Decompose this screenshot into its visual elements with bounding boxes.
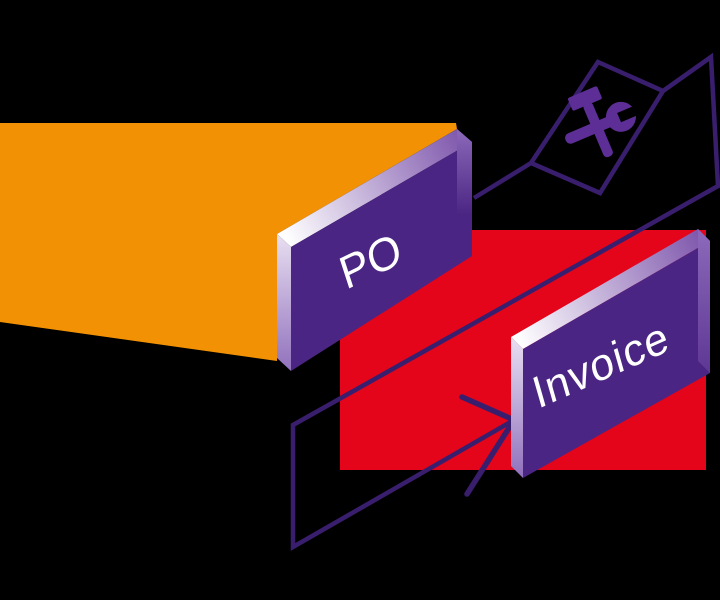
invoice-panel: Invoice bbox=[511, 229, 710, 478]
tools-diamond bbox=[527, 59, 667, 196]
hammer-icon bbox=[568, 86, 613, 158]
orange-block bbox=[0, 123, 457, 361]
po-panel-left-edge bbox=[277, 234, 291, 371]
flow-connector bbox=[290, 52, 720, 551]
invoice-panel-face bbox=[523, 241, 710, 478]
po-panel-face bbox=[291, 142, 472, 371]
po-panel: PO bbox=[277, 129, 472, 371]
wrench-icon bbox=[565, 101, 645, 144]
po-panel-right-edge bbox=[457, 129, 472, 256]
po-panel-top-edge bbox=[277, 129, 472, 247]
po-to-diamond-line bbox=[472, 161, 533, 200]
sweep-line bbox=[290, 52, 720, 551]
invoice-panel-top-edge bbox=[511, 229, 710, 349]
arrowhead bbox=[459, 394, 517, 497]
invoice-panel-left-edge bbox=[511, 337, 523, 478]
tools-icon bbox=[565, 86, 645, 158]
invoice-panel-right-edge bbox=[698, 229, 710, 373]
